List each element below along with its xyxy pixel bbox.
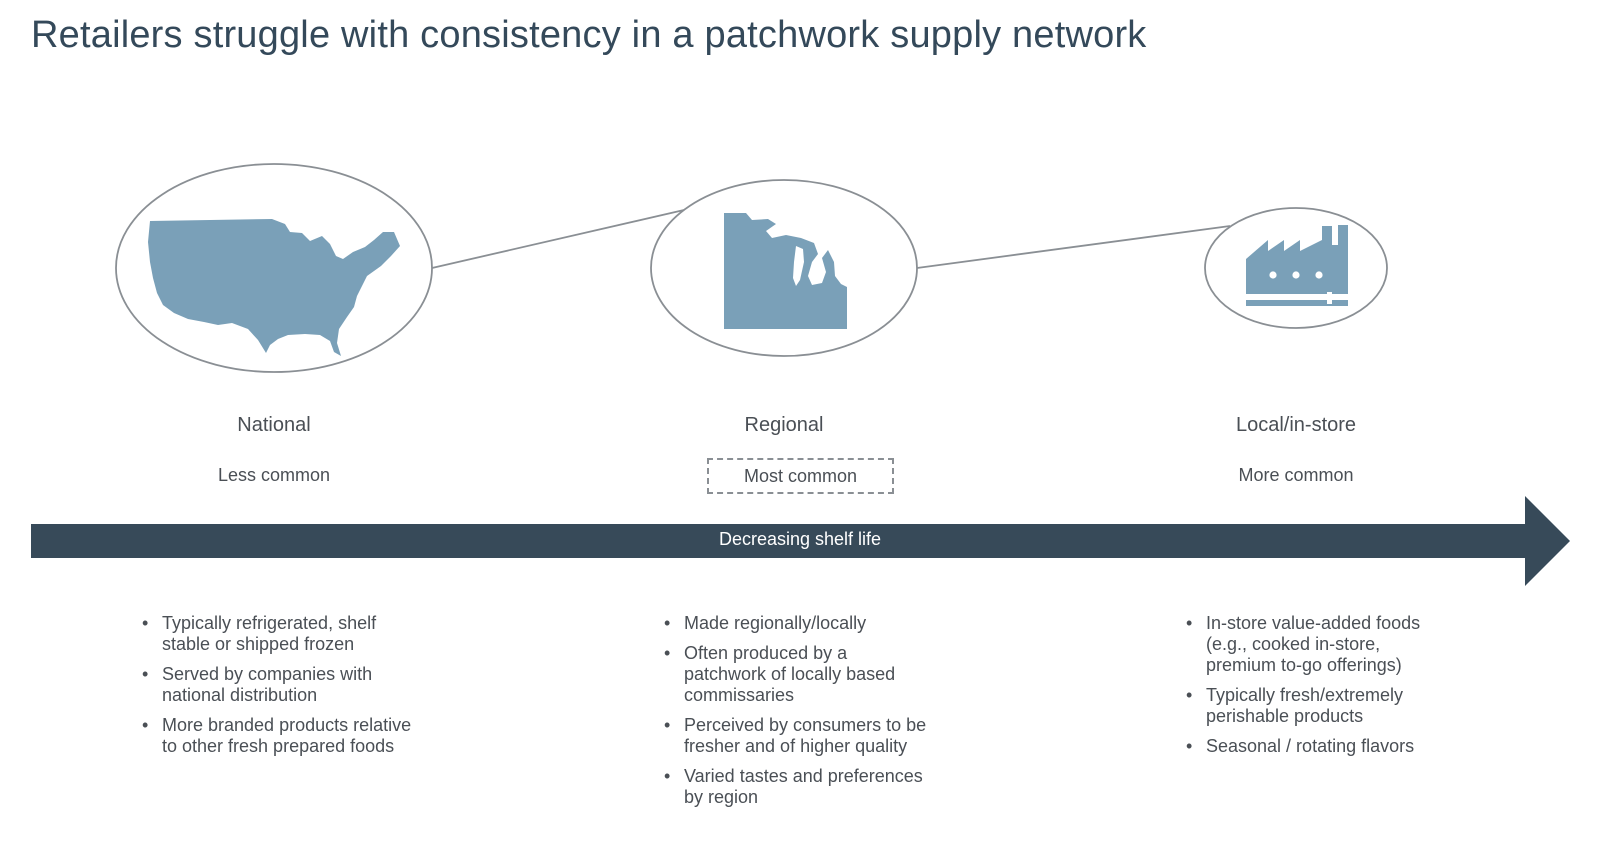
list-item: Varied tastes and preferences by region: [664, 766, 934, 808]
list-item: In-store value-added foods (e.g., cooked…: [1186, 613, 1431, 676]
frequency-local: More common: [1238, 465, 1354, 485]
frequency-regional-highlight: Most common: [707, 458, 894, 494]
regional-map-icon: [724, 213, 847, 329]
label-regional: Regional: [744, 414, 824, 436]
label-national: National: [237, 414, 311, 436]
list-item: Served by companies with national distri…: [142, 664, 417, 706]
list-item: More branded products relative to other …: [142, 715, 417, 757]
arrow-label: Decreasing shelf life: [718, 529, 882, 549]
lake-michigan-icon: [793, 246, 804, 286]
list-item: Perceived by consumers to be fresher and…: [664, 715, 934, 757]
frequency-regional: Most common: [743, 466, 858, 486]
bullets-local: In-store value-added foods (e.g., cooked…: [1186, 613, 1431, 766]
bullets-national: Typically refrigerated, shelf stable or …: [142, 613, 417, 766]
list-item: Often produced by a patchwork of locally…: [664, 643, 934, 706]
page-title: Retailers struggle with consistency in a…: [31, 14, 1147, 56]
factory-icon: [1246, 225, 1348, 306]
usa-map-icon: [148, 219, 400, 356]
list-item: Typically fresh/extremely perishable pro…: [1186, 685, 1431, 727]
list-item: Made regionally/locally: [664, 613, 934, 634]
connector-regional-local: [916, 225, 1231, 269]
list-item: Seasonal / rotating flavors: [1186, 736, 1431, 757]
list-item: Typically refrigerated, shelf stable or …: [142, 613, 417, 655]
connector-national-regional: [431, 209, 685, 269]
shelf-life-arrow: [31, 496, 1570, 586]
bullets-regional: Made regionally/locally Often produced b…: [664, 613, 934, 817]
label-local: Local/in-store: [1235, 414, 1357, 436]
frequency-national: Less common: [217, 465, 331, 485]
